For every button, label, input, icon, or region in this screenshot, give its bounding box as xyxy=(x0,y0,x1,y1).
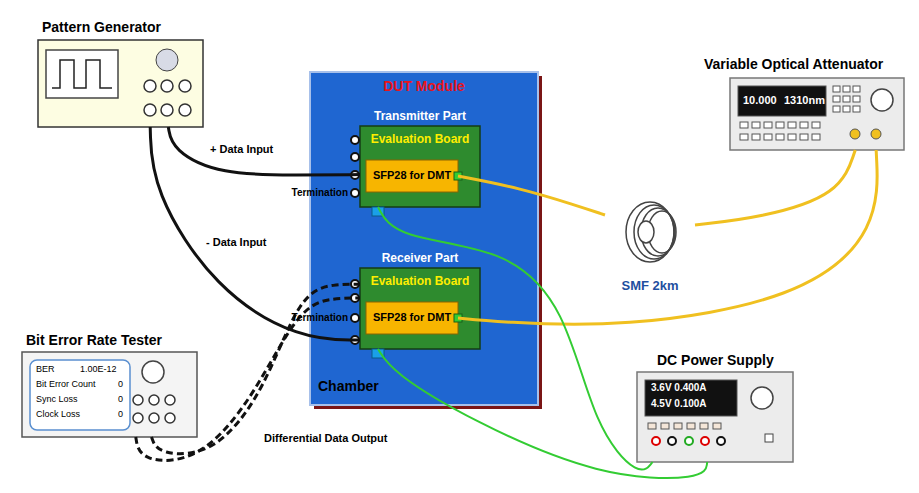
optical-fiber xyxy=(458,150,877,324)
sfp-module: SFP28 for DMT xyxy=(366,160,458,192)
status-value: 0 xyxy=(118,409,123,420)
pattern-generator-body xyxy=(38,40,203,127)
fiber-spool xyxy=(626,202,676,262)
connector-label: - Data Input xyxy=(206,236,267,249)
node-heading: Variable Optical Attenuator xyxy=(704,56,883,73)
voa-knob xyxy=(871,89,893,111)
pg-screen xyxy=(46,50,118,98)
connector-label: + Data Input xyxy=(210,143,273,156)
ps-switch xyxy=(765,434,773,442)
display-value: 1310nm xyxy=(784,94,825,107)
node-label: Evaluation Board xyxy=(371,274,470,288)
optical-attenuator: Variable Optical Attenuator xyxy=(730,78,904,150)
ps-terminal xyxy=(652,437,660,445)
evaluation-board: SFP28 for DMTReceiver PartEvaluation Boa… xyxy=(360,268,480,349)
pattern-generator: Pattern Generator xyxy=(38,40,203,127)
node-label: Chamber xyxy=(318,378,379,395)
square-wave xyxy=(52,60,112,88)
node-heading: Bit Error Rate Tester xyxy=(26,332,162,349)
ps-terminal xyxy=(685,437,693,445)
ps-screen xyxy=(645,380,737,416)
optical-attenuator-body xyxy=(730,78,904,150)
voa-buttons xyxy=(740,86,860,140)
sfp-module: SFP28 for DMT xyxy=(366,302,458,334)
evaluation-board: SFP28 for DMTTransmitter PartEvaluation … xyxy=(360,126,480,207)
bert-knob xyxy=(142,361,164,383)
evaluation-board-body xyxy=(360,268,480,349)
pg-connectors xyxy=(144,80,191,116)
ps-terminal xyxy=(717,437,725,445)
dc-power-supply-body xyxy=(637,372,793,462)
status-value: 1.00E-12 xyxy=(80,364,117,375)
ps-knob xyxy=(751,387,773,409)
chamber-module: SFP28 for DMT Transmitter PartEvaluation … xyxy=(310,72,538,405)
power-cable xyxy=(378,349,707,478)
display-value: 10.000 xyxy=(743,94,777,107)
optical-fiber xyxy=(458,176,605,215)
connector-label: Differential Data Output xyxy=(264,432,387,445)
bert-screen xyxy=(30,360,130,430)
bert-connectors xyxy=(133,395,175,423)
node-heading: SFP28 for DMT xyxy=(373,311,451,324)
ps-terminal xyxy=(701,437,709,445)
power-cable xyxy=(378,207,653,470)
status-name: BER xyxy=(36,364,55,375)
bit-error-rate-tester-body xyxy=(22,352,197,437)
node-heading: Pattern Generator xyxy=(42,19,161,36)
fiber-spool-node: SMF 2km xyxy=(605,198,695,298)
display-value: 3.6V 0.400A xyxy=(651,382,707,394)
data-cable xyxy=(150,127,360,340)
ps-terminal xyxy=(668,437,676,445)
node-label: Evaluation Board xyxy=(371,132,470,146)
display-value: 4.5V 0.100A xyxy=(651,398,707,410)
ps-buttons xyxy=(648,423,721,429)
status-name: Clock Loss xyxy=(36,409,80,420)
node-heading: SFP28 for DMT xyxy=(373,169,451,182)
sfp-module-body xyxy=(366,302,458,334)
status-value: 0 xyxy=(118,394,123,405)
optical-fiber xyxy=(695,150,855,225)
node-heading: DUT Module xyxy=(383,78,465,95)
termination-label: Termination xyxy=(292,312,348,324)
node-heading: Transmitter Part xyxy=(374,109,466,123)
node-heading: Receiver Part xyxy=(382,251,459,265)
sfp-module-body xyxy=(366,160,458,192)
evaluation-board-body xyxy=(360,126,480,207)
voa-screen xyxy=(738,86,826,116)
data-cable xyxy=(152,284,361,454)
status-name: Bit Error Count xyxy=(36,379,96,390)
status-value: 0 xyxy=(118,379,123,390)
data-cable xyxy=(168,127,360,175)
pg-knob xyxy=(156,49,178,71)
status-name: Sync Loss xyxy=(36,394,78,405)
board-connectors xyxy=(351,136,359,344)
voa-port xyxy=(850,129,860,139)
voa-port xyxy=(871,129,881,139)
node-heading: DC Power Supply xyxy=(657,352,774,369)
node-heading: SMF 2km xyxy=(621,278,678,294)
termination-label: Termination xyxy=(292,187,348,199)
